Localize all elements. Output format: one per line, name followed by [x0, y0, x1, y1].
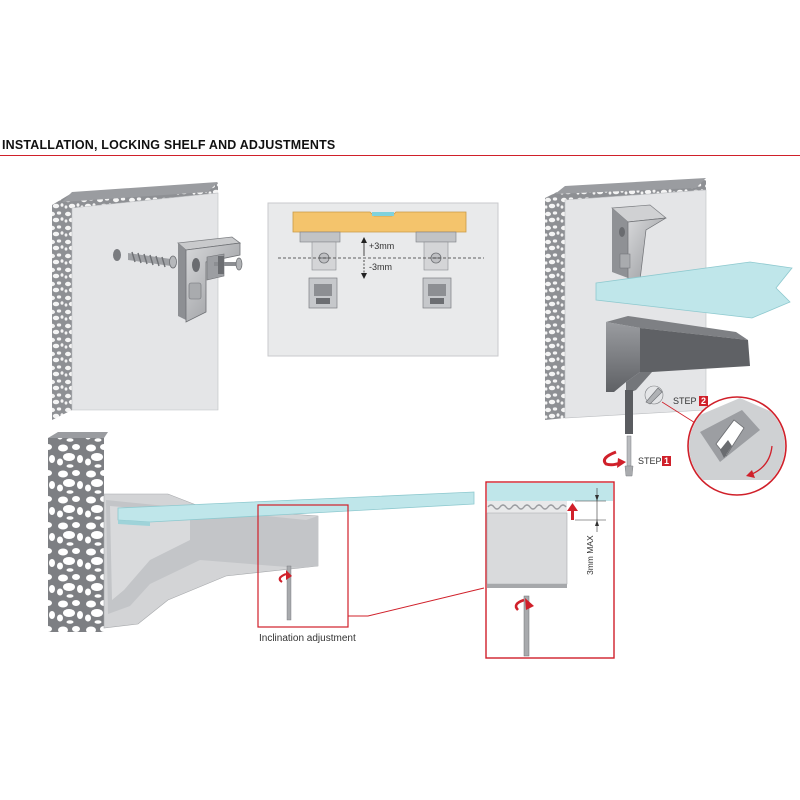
- step1-arrow-head: [617, 458, 626, 468]
- title-rule: [0, 155, 800, 156]
- step1-number: 1: [664, 456, 669, 466]
- drill-hole: [113, 249, 121, 261]
- max-3mm-label: 3mm MAX: [585, 535, 595, 575]
- wall-top-edge: [62, 182, 218, 202]
- inclination-zoom-box: [257, 504, 349, 628]
- shelf-holder-right: [415, 231, 457, 309]
- max-adjust-zoom: 3mm MAX: [485, 481, 615, 659]
- step2-detail-circle: [687, 396, 787, 496]
- wall-mount-panel: [52, 182, 243, 420]
- shelf-holder-left: [299, 231, 341, 309]
- plus-minus-arrows: [361, 237, 367, 279]
- step1-rotate-arrow: [602, 450, 621, 467]
- zoom-bracket-face: [486, 512, 568, 585]
- locking-panel: STEP 2 STEP 1: [545, 178, 793, 496]
- page-title: INSTALLATION, LOCKING SHELF AND ADJUSTME…: [2, 137, 336, 152]
- step1-pin: [624, 435, 634, 477]
- step2-number: 2: [701, 396, 706, 406]
- inclination-label: Inclination adjustment: [259, 633, 356, 644]
- inclination-panel: Inclination adjustment 3mm MAX: [48, 432, 615, 659]
- glass-shelf-bottom: [117, 491, 475, 523]
- wall-screw: [128, 251, 177, 269]
- step1-label: STEP: [638, 456, 662, 466]
- step2-number-badge: [699, 396, 708, 406]
- glass-shelf-right: [595, 261, 793, 319]
- zoom-adjust-screw: [523, 595, 530, 657]
- step1-number-badge: [662, 456, 671, 466]
- step2-tool-icon: [644, 385, 664, 405]
- locking-rod: [625, 390, 633, 434]
- zoom-connector-line: [348, 587, 485, 617]
- wall-clamp-upper: [611, 204, 667, 285]
- zoom-glass: [487, 483, 613, 501]
- minus-3mm-label: -3mm: [369, 262, 392, 272]
- height-adjust-panel: +3mm -3mm: [267, 202, 499, 357]
- wall-bracket: [177, 236, 243, 323]
- wooden-shelf: [292, 211, 467, 233]
- glass-insert: [372, 212, 394, 216]
- lift-arrow: [567, 503, 578, 511]
- shelf-bracket-lower: [606, 316, 750, 434]
- wall-top-edge-right: [555, 178, 706, 194]
- stone-wall-bottom: [48, 438, 104, 632]
- plus-3mm-label: +3mm: [369, 241, 394, 251]
- inclination-screw-small: [278, 565, 292, 621]
- step2-label: STEP: [673, 396, 697, 406]
